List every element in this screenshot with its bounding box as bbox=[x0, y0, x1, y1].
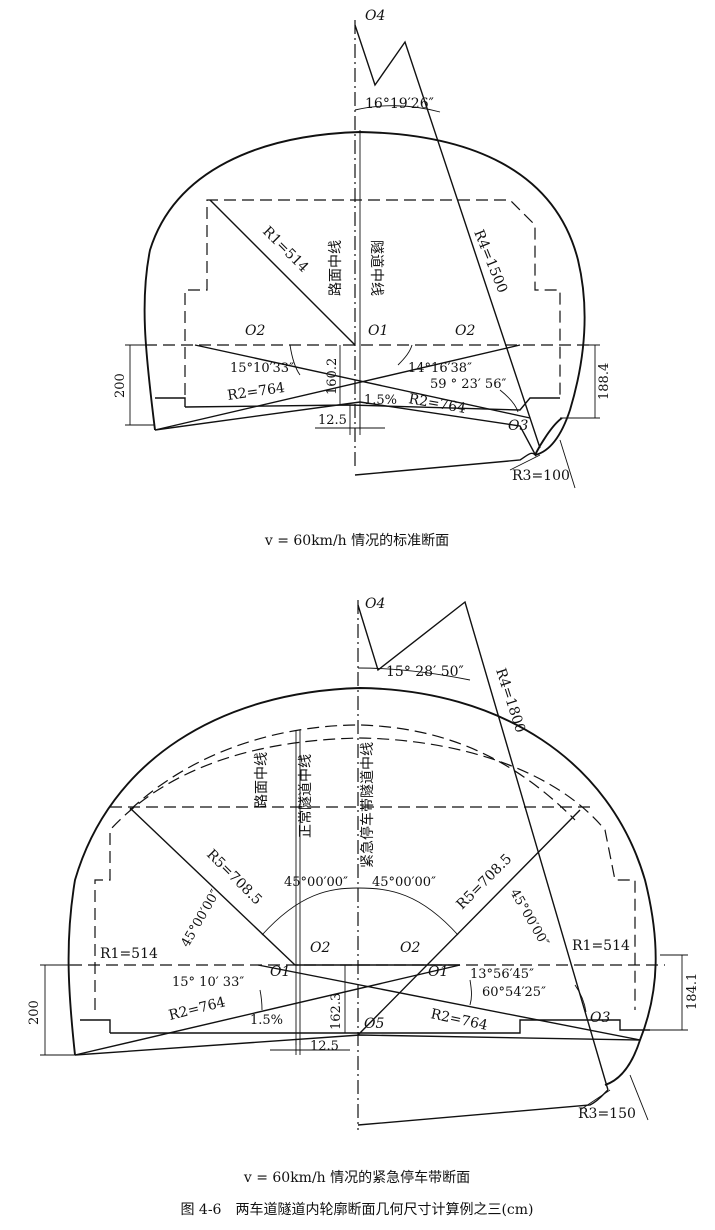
d2-o5-label: O5 bbox=[364, 1016, 384, 1032]
d2-o2-left-label: O2 bbox=[310, 940, 330, 956]
d1-r1-label: R1=514 bbox=[259, 224, 311, 276]
d2-slope: 1.5% bbox=[250, 1013, 283, 1028]
d2-angle45-right: 45°00′00″ bbox=[507, 887, 552, 950]
road-surface-2 bbox=[110, 1019, 650, 1034]
d2-emergency-center-label: 紧急停车带隧道中线 bbox=[359, 742, 376, 868]
left-curb-2 bbox=[80, 1019, 111, 1033]
d2-o4-label: O4 bbox=[365, 596, 385, 612]
r2-right-line-2 bbox=[257, 964, 641, 1041]
d2-r1-right-label: R1=514 bbox=[572, 938, 630, 954]
outer-profile-2 bbox=[67, 687, 657, 1086]
d1-r2-left-label: R2=764 bbox=[226, 380, 286, 404]
clearance-envelope bbox=[184, 199, 561, 395]
invert-arch-2 bbox=[74, 1034, 641, 1056]
d1-o2-left-label: O2 bbox=[245, 323, 265, 339]
angle-arc-center bbox=[261, 887, 459, 936]
d2-road-center-label: 路面中线 bbox=[254, 752, 270, 808]
r3-leader-2 bbox=[579, 1089, 611, 1111]
d1-tunnel-center-label: 隧道中线 bbox=[368, 240, 384, 296]
d2-angle45-left: 45°00′00″ bbox=[178, 887, 223, 950]
r1-radius-line bbox=[209, 199, 356, 346]
r2-left-line-2 bbox=[74, 964, 461, 1056]
d2-r4-label: R4=1800 bbox=[492, 666, 528, 734]
d2-angle-top: 15° 28′ 50″ bbox=[386, 664, 464, 680]
angle-arc-right2-2 bbox=[574, 984, 587, 1013]
d2-dim-162: 162.3 bbox=[329, 993, 344, 1030]
d2-subtitle: v = 60km/h 情况的紧急停车带断面 bbox=[243, 1169, 470, 1186]
d2-angle45-mid-right: 45°00′00″ bbox=[372, 875, 436, 890]
angle-arc-top-2 bbox=[357, 667, 471, 681]
angle-arc-left-2 bbox=[259, 989, 263, 1011]
invert-arch bbox=[154, 401, 537, 457]
d1-dim-12: 12.5 bbox=[318, 413, 347, 428]
d1-o4-label: O4 bbox=[365, 8, 385, 24]
angle-arc-right bbox=[397, 344, 413, 366]
outer-profile bbox=[143, 131, 586, 456]
angle-arc-right2 bbox=[499, 389, 519, 413]
d2-dim-12: 12.5 bbox=[310, 1039, 339, 1054]
d2-r2-right-label: R2=764 bbox=[429, 1006, 489, 1034]
r5-right-line bbox=[357, 809, 581, 1036]
d2-normal-center-label: 正常隧道中线 bbox=[298, 754, 314, 838]
d2-dim-200: 200 bbox=[27, 1000, 42, 1025]
d1-dim-188: 188.4 bbox=[597, 363, 612, 400]
d1-angle-left: 15°10′33″ bbox=[230, 361, 294, 376]
d2-angle-left: 15° 10′ 33″ bbox=[172, 975, 244, 990]
r4-construction bbox=[354, 24, 541, 476]
d1-o2-right-label: O2 bbox=[455, 323, 475, 339]
inner-dashed-arch bbox=[94, 737, 636, 1010]
r4-construction-2 bbox=[357, 600, 609, 1126]
d1-angle-right2: 59 ° 23′ 56″ bbox=[430, 377, 506, 392]
r5-left-line bbox=[129, 807, 296, 966]
d2-angle-right2: 60°54′25″ bbox=[482, 985, 546, 1000]
diagram-standard-section: O4 16°19′26″ R1=514 R4=1500 路面中线 隧道中线 O1… bbox=[113, 8, 612, 549]
d1-subtitle: v = 60km/h 情况的标准断面 bbox=[264, 533, 449, 549]
r2-right-line bbox=[194, 344, 531, 419]
d1-dim-160: 160.2 bbox=[325, 358, 340, 395]
d1-r4-label: R4=1500 bbox=[470, 228, 510, 296]
d2-o2-right-label: O2 bbox=[400, 940, 420, 956]
d1-angle-top: 16°19′26″ bbox=[365, 96, 434, 112]
d1-angle-right: 14°16′38″ bbox=[408, 361, 472, 376]
d2-r3-label: R3=150 bbox=[578, 1106, 636, 1122]
r5-dashed-circle bbox=[129, 724, 576, 821]
d2-o1-right-label: O1 bbox=[428, 964, 448, 980]
d2-o3-label: O3 bbox=[590, 1010, 610, 1026]
d2-angle45-mid-left: 45°00′00″ bbox=[284, 875, 348, 890]
d2-r1-left-label: R1=514 bbox=[100, 946, 158, 962]
left-curb bbox=[155, 397, 186, 407]
d1-o1-label: O1 bbox=[368, 323, 388, 339]
angle-arc-top bbox=[354, 105, 441, 113]
r2-left-line bbox=[154, 344, 521, 431]
d1-road-center-label: 路面中线 bbox=[328, 240, 344, 296]
d2-r2-left-label: R2=764 bbox=[167, 994, 227, 1024]
d2-o1-left-label: O1 bbox=[270, 964, 290, 980]
r3-leader bbox=[509, 454, 541, 471]
r3-corner bbox=[534, 417, 563, 456]
d1-dim-200: 200 bbox=[113, 373, 128, 398]
diagram-emergency-section: O4 15° 28′ 50″ R4=1800 路面中线 正常隧道中线 紧急停车带… bbox=[27, 596, 700, 1186]
d2-r5-right-label: R5=708.5 bbox=[454, 851, 516, 913]
d1-r3-label: R3=100 bbox=[512, 468, 570, 484]
d1-o3-label: O3 bbox=[508, 418, 528, 434]
angle-arc-left bbox=[289, 344, 301, 376]
angle-arc-right-2 bbox=[469, 979, 472, 1006]
d1-slope: 1.5% bbox=[364, 393, 397, 408]
d2-dim-184: 184.1 bbox=[685, 973, 700, 1010]
figure-caption: 图 4-6 两车道隧道内轮廓断面几何尺寸计算例之三(cm) bbox=[180, 1201, 533, 1218]
road-surface bbox=[184, 397, 560, 411]
d2-angle-right: 13°56′45″ bbox=[470, 967, 534, 982]
